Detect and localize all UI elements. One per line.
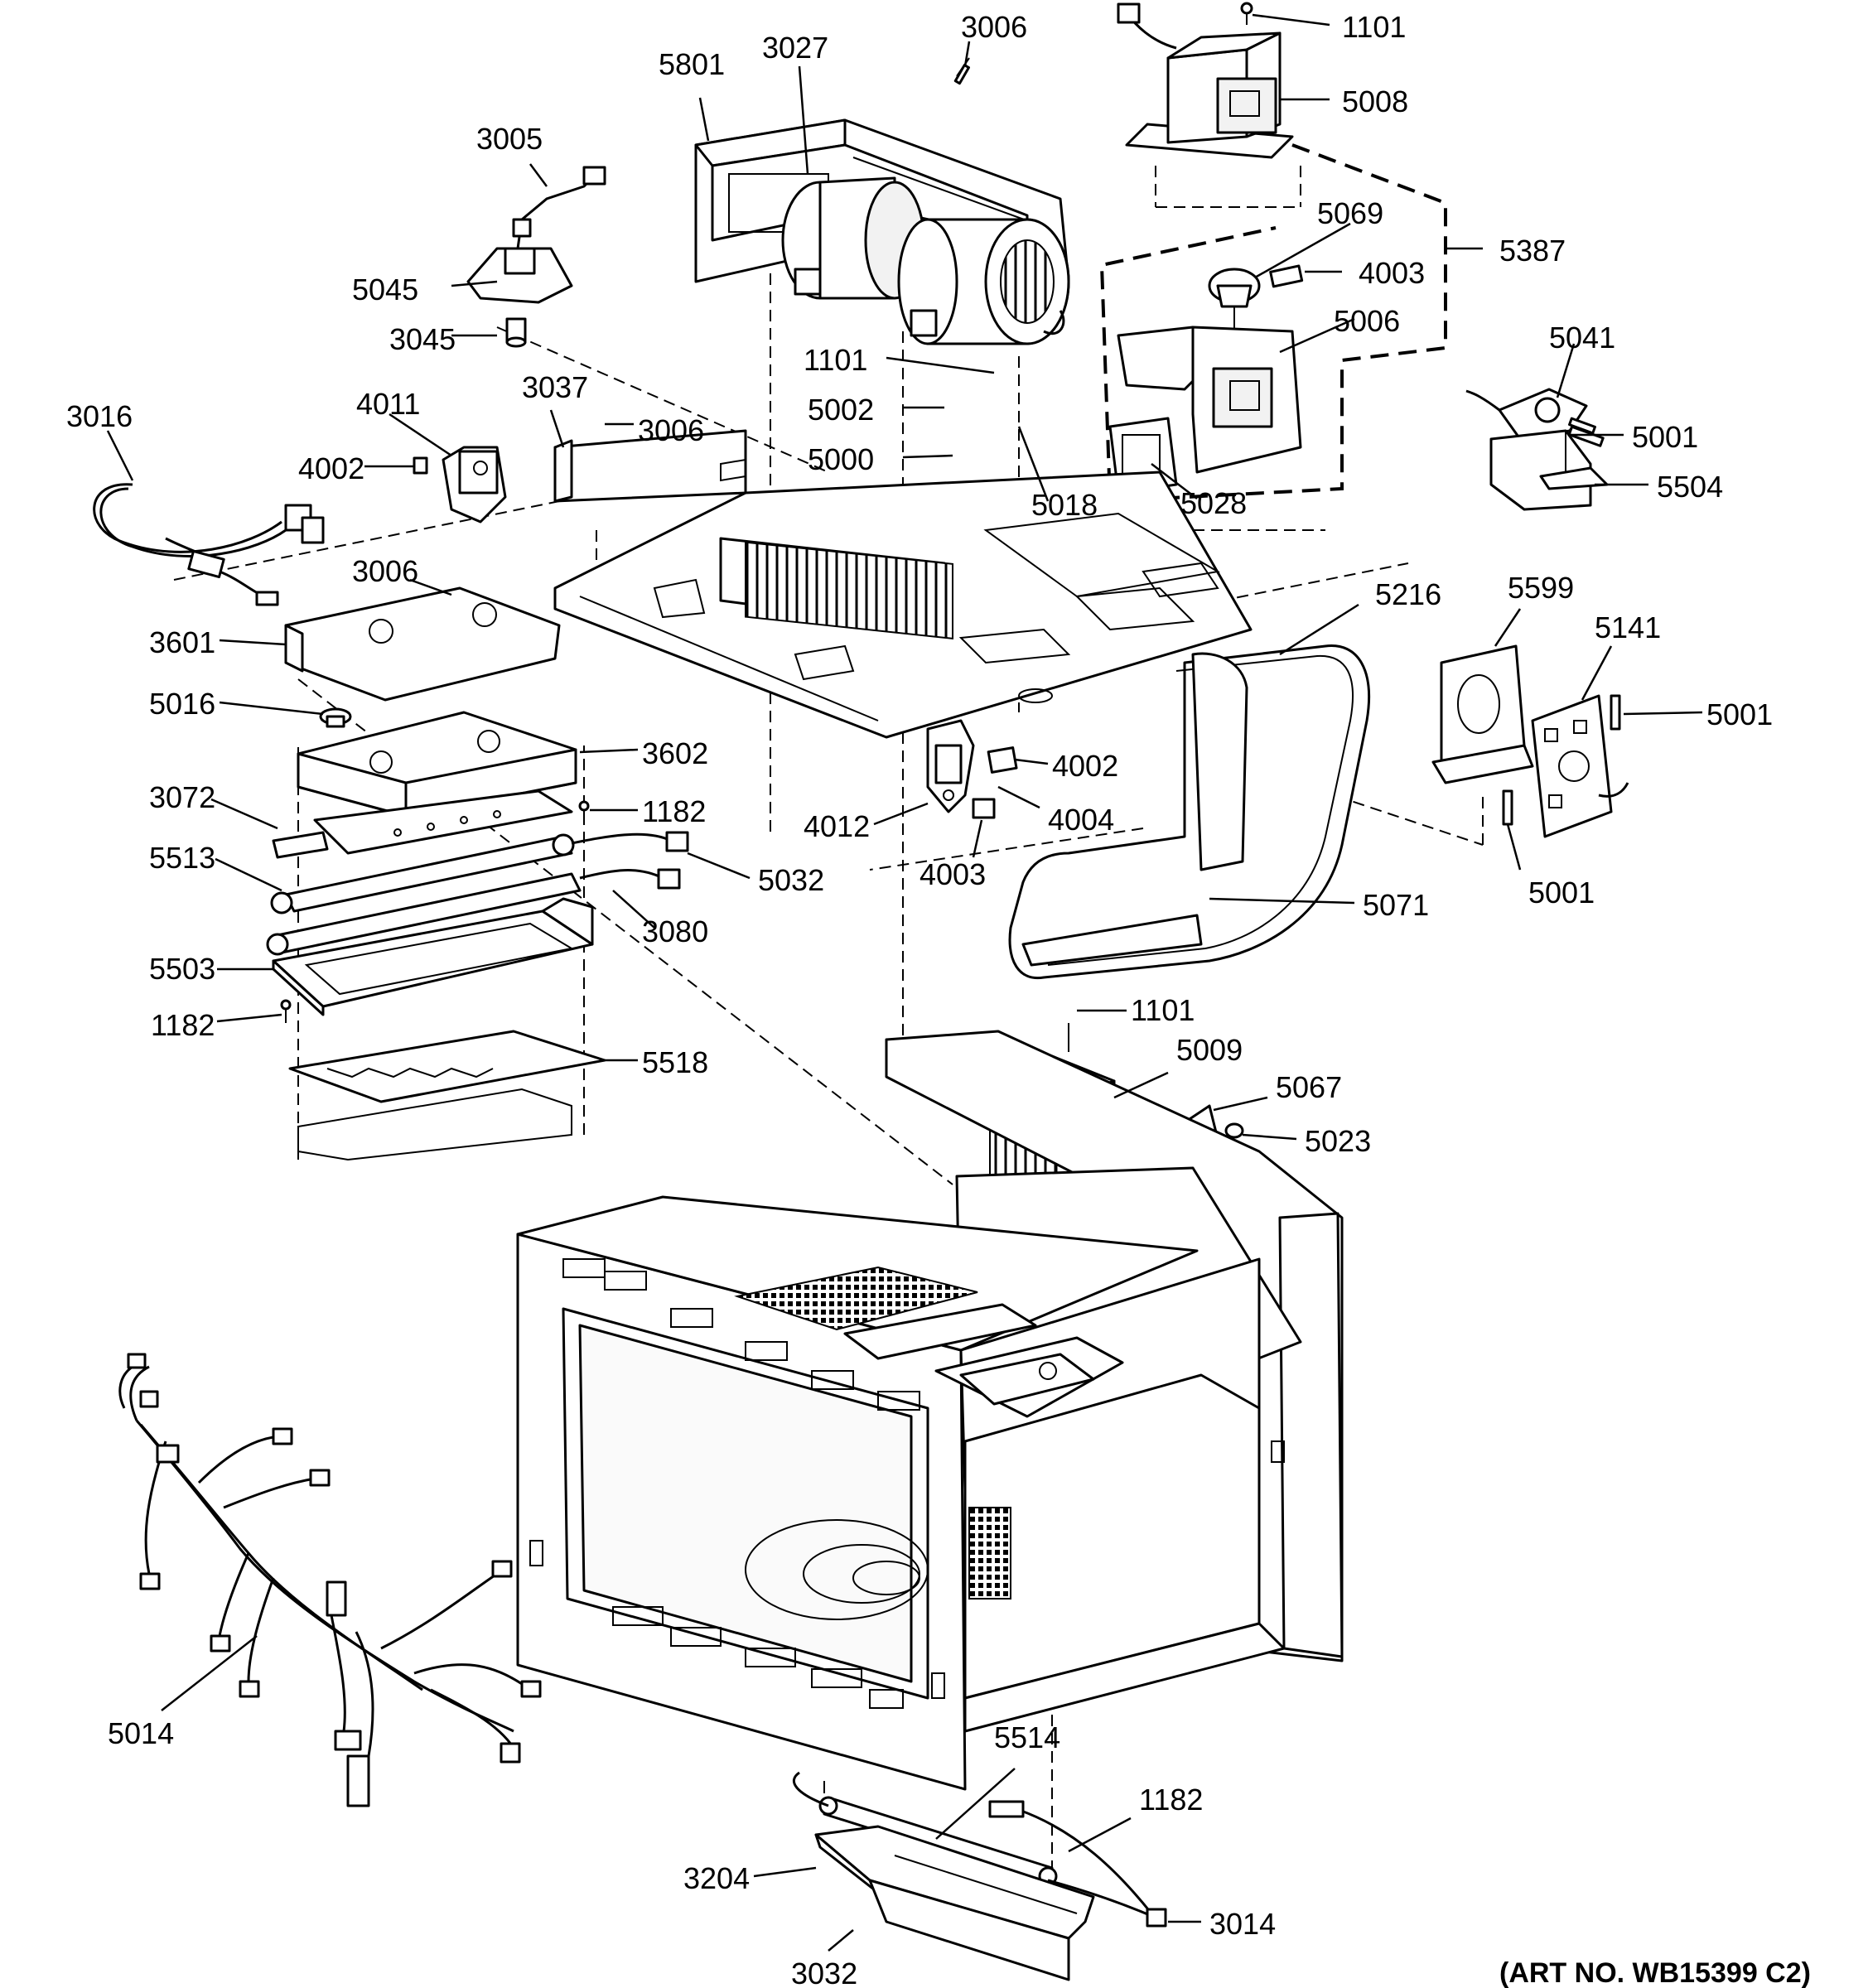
callout-5001: 5001 bbox=[1528, 876, 1595, 910]
oven-cavity bbox=[516, 1030, 1344, 1791]
callout-4003: 4003 bbox=[920, 857, 986, 891]
callout-5045: 5045 bbox=[352, 273, 418, 306]
callout-5387: 5387 bbox=[1499, 234, 1566, 268]
wire-harness-3016 bbox=[93, 483, 325, 606]
callout-5014: 5014 bbox=[108, 1716, 174, 1750]
callout-4003: 4003 bbox=[1359, 256, 1425, 290]
callout-3005: 3005 bbox=[476, 122, 543, 156]
bracket-5504 bbox=[1489, 429, 1609, 511]
callout-5141: 5141 bbox=[1595, 610, 1661, 644]
callout-5216: 5216 bbox=[1375, 577, 1441, 611]
callout-5001: 5001 bbox=[1706, 697, 1773, 731]
heater-tray-5503 bbox=[272, 897, 594, 1016]
callout-5518: 5518 bbox=[642, 1045, 708, 1079]
callout-5504: 5504 bbox=[1657, 470, 1723, 504]
callout-4011: 4011 bbox=[356, 387, 420, 421]
circuit-board-5141 bbox=[1531, 694, 1629, 838]
callout-labels: 1101 5008 3006 5801 3027 3005 5045 3045 … bbox=[66, 10, 1773, 1988]
heater-reflector-3072 bbox=[272, 789, 573, 859]
heater-cover-3601 bbox=[284, 586, 561, 702]
callout-5009: 5009 bbox=[1176, 1033, 1243, 1067]
callout-3601: 3601 bbox=[149, 625, 215, 659]
callout-5001: 5001 bbox=[1632, 420, 1698, 454]
callout-3014: 3014 bbox=[1209, 1907, 1276, 1941]
heater-tray-3204 bbox=[814, 1825, 1095, 1981]
callout-5514: 5514 bbox=[994, 1720, 1060, 1754]
callout-1182: 1182 bbox=[1139, 1783, 1203, 1817]
waveguide-bracket-5006 bbox=[1108, 326, 1302, 495]
callout-5002: 5002 bbox=[808, 393, 874, 427]
bracket-5599 bbox=[1431, 644, 1534, 784]
heater-element-3080 bbox=[266, 868, 681, 956]
callout-5023: 5023 bbox=[1305, 1124, 1371, 1158]
heater-element-5513 bbox=[270, 831, 689, 914]
top-plate-3037 bbox=[553, 429, 1253, 739]
callout-3080: 3080 bbox=[642, 914, 708, 948]
switch-bracket-4012 bbox=[926, 719, 975, 813]
callout-5018: 5018 bbox=[1031, 488, 1098, 522]
callout-3204: 3204 bbox=[683, 1861, 750, 1895]
callout-5041: 5041 bbox=[1549, 321, 1615, 355]
callout-4012: 4012 bbox=[804, 809, 870, 843]
callout-5016: 5016 bbox=[149, 687, 215, 721]
callout-5599: 5599 bbox=[1508, 571, 1574, 605]
callout-5006: 5006 bbox=[1334, 304, 1400, 338]
callout-1182: 1182 bbox=[642, 794, 706, 828]
art-number: (ART NO. WB15399 C2) bbox=[1499, 1957, 1811, 1988]
callout-3045: 3045 bbox=[389, 322, 456, 356]
transformer-5008 bbox=[1117, 2, 1294, 159]
callout-5008: 5008 bbox=[1342, 84, 1408, 118]
switch-4002 bbox=[987, 746, 1018, 774]
callout-5071: 5071 bbox=[1363, 888, 1429, 922]
stirrer-motor-5069 bbox=[1208, 264, 1304, 323]
callout-3027: 3027 bbox=[762, 31, 828, 65]
thermostat-5016 bbox=[319, 707, 352, 728]
callout-3006: 3006 bbox=[961, 10, 1027, 44]
air-duct-5071 bbox=[1008, 644, 1371, 980]
shield-plate-5518 bbox=[288, 1030, 606, 1161]
switch-4003 bbox=[972, 798, 996, 819]
wire-harness-5014 bbox=[118, 1353, 542, 1807]
callout-4002: 4002 bbox=[298, 451, 364, 485]
callout-3072: 3072 bbox=[149, 780, 215, 814]
callout-5032: 5032 bbox=[758, 863, 824, 897]
component-5041 bbox=[1465, 388, 1605, 447]
callout-1101: 1101 bbox=[1131, 993, 1195, 1027]
callout-3037: 3037 bbox=[522, 370, 588, 404]
callout-3006: 3006 bbox=[352, 554, 418, 588]
callout-3016: 3016 bbox=[66, 399, 133, 433]
fuse-5001 bbox=[1502, 417, 1621, 826]
callout-5513: 5513 bbox=[149, 841, 215, 875]
assembly-5387-outline bbox=[1099, 143, 1447, 504]
callout-5801: 5801 bbox=[659, 47, 725, 81]
callout-1182: 1182 bbox=[151, 1008, 215, 1042]
heater-box-3602 bbox=[297, 711, 577, 818]
callout-5503: 5503 bbox=[149, 952, 215, 986]
callout-5069: 5069 bbox=[1317, 196, 1383, 230]
leader-lines bbox=[106, 13, 1703, 1952]
callout-3032: 3032 bbox=[791, 1957, 857, 1988]
callout-5028: 5028 bbox=[1180, 486, 1247, 520]
callout-4002: 4002 bbox=[1052, 749, 1118, 783]
callout-5000: 5000 bbox=[808, 442, 874, 476]
thermal-cutout-5045 bbox=[466, 166, 606, 348]
callout-3006: 3006 bbox=[638, 413, 704, 447]
screw-1182 bbox=[280, 800, 590, 1023]
callout-3602: 3602 bbox=[642, 736, 708, 770]
interlock-switch-4011 bbox=[413, 446, 507, 524]
callout-1101: 1101 bbox=[804, 343, 867, 377]
callout-5067: 5067 bbox=[1276, 1070, 1342, 1104]
callout-4004: 4004 bbox=[1048, 803, 1114, 837]
callout-1101: 1101 bbox=[1342, 10, 1406, 44]
blower-assembly-5801 bbox=[694, 57, 1070, 345]
